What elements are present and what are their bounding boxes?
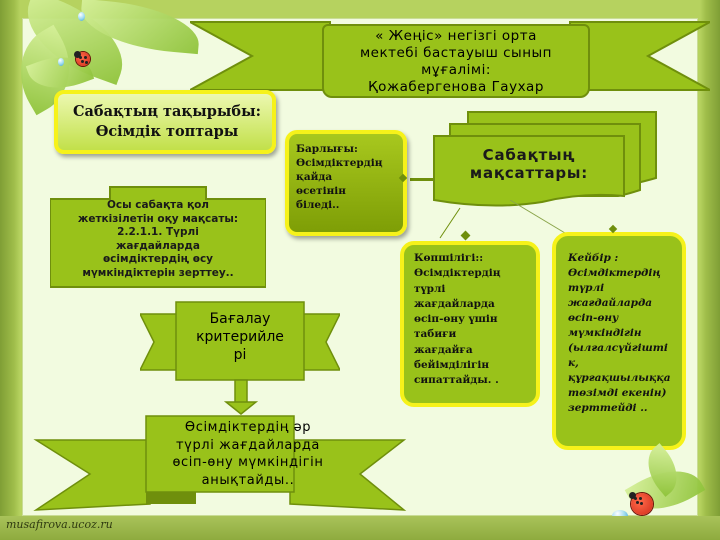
some-students-text: Кейбір : Өсімдіктердің түрлі жағдайларда… <box>568 252 671 414</box>
footer-watermark: musafirova.ucoz.ru <box>6 518 113 531</box>
topic-title: Сабақтың тақырыбы: Өсімдік топтары <box>72 103 261 140</box>
most-students-box <box>400 241 540 407</box>
all-students-box <box>285 130 407 236</box>
water-drop-icon <box>78 12 85 21</box>
footer-bar <box>0 516 720 540</box>
header-title-banner <box>322 24 590 98</box>
topic-box <box>54 90 276 154</box>
objectives-header-shape <box>433 111 657 207</box>
learning-goal-shape <box>50 186 266 288</box>
some-students-box <box>552 232 686 450</box>
criteria-result-text: Өсімдіктердің әр түрлі жағдайларда өсіп-… <box>172 420 324 488</box>
objectives-header-title: Сабақтың мақсаттары: <box>469 146 589 182</box>
criteria-result-ribbon <box>33 415 407 511</box>
connector-line <box>410 178 436 181</box>
criteria-ribbon <box>140 301 340 415</box>
header-title: « Жеңіс» негізгі орта мектебі бастауыш с… <box>359 28 553 95</box>
criteria-title: Бағалау критерийле рі <box>196 311 284 363</box>
most-students-text: Көпшілігі:: Өсімдіктердің түрлі жағдайла… <box>414 252 501 387</box>
ladybug-icon <box>629 492 653 515</box>
learning-goal-text: Осы сабақта қол жеткізілетін оқу мақсаты… <box>77 199 239 279</box>
water-drop-icon <box>58 58 64 66</box>
ladybug-icon <box>74 51 90 66</box>
connector-lines <box>439 200 571 239</box>
all-students-text: Барлығы: Өсімдіктердің қайда өсетінін бі… <box>296 143 383 211</box>
